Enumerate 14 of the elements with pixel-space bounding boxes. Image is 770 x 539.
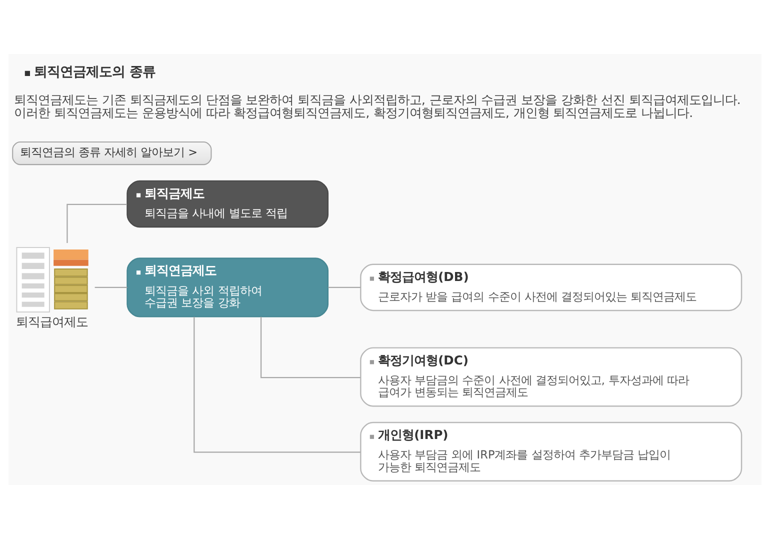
node-box: 확정급여형(DB) 근로자가 받을 급여의 수준이 사전에 결정되어있는 퇴직연금제도 [360, 264, 742, 312]
node-box: 퇴직연금제도 퇴직금을 사외 적립하여 수급권 보장을 강화 [126, 258, 329, 318]
node-box: 확정기여형(DC) 사용자 부담금의 수준이 사전에 결정되어있고, 투자성과에 따라 급여가 변동되는 퇴직연금제도 [360, 347, 742, 407]
connector [94, 286, 128, 288]
node-box: 개인형(IRP) 사용자 부담금 외에 IRP계좌를 설정하여 추가부담금 납입이 가능한 퇴직연금제도 [360, 422, 742, 482]
node-label: 퇴직급여제도 [16, 314, 88, 329]
connector [260, 316, 360, 378]
label: 퇴직연금제도는 기존 퇴직금제도의 단점을 보완하여 퇴직금을 사외적립하고, 근로자의 수급권 보장을 강화한 선진 퇴직급여제도입니다. 이러한 퇴직연금제도는 운용방식에 따라 확정급여형퇴직연금제도, 확정기여형퇴직연금제도, 개인형 퇴직연금제도로 나뉩니다. [14, 92, 741, 120]
diagram-title: 퇴직연금제도의 종류 [34, 64, 156, 80]
node-box: 퇴직연금의 종류 자세히 알아보기 > [12, 142, 212, 166]
node-box: 퇴직금제도 퇴직금을 사내에 별도로 적립 [126, 180, 329, 228]
connector [194, 316, 361, 453]
connector [66, 204, 127, 244]
connector [328, 286, 361, 288]
